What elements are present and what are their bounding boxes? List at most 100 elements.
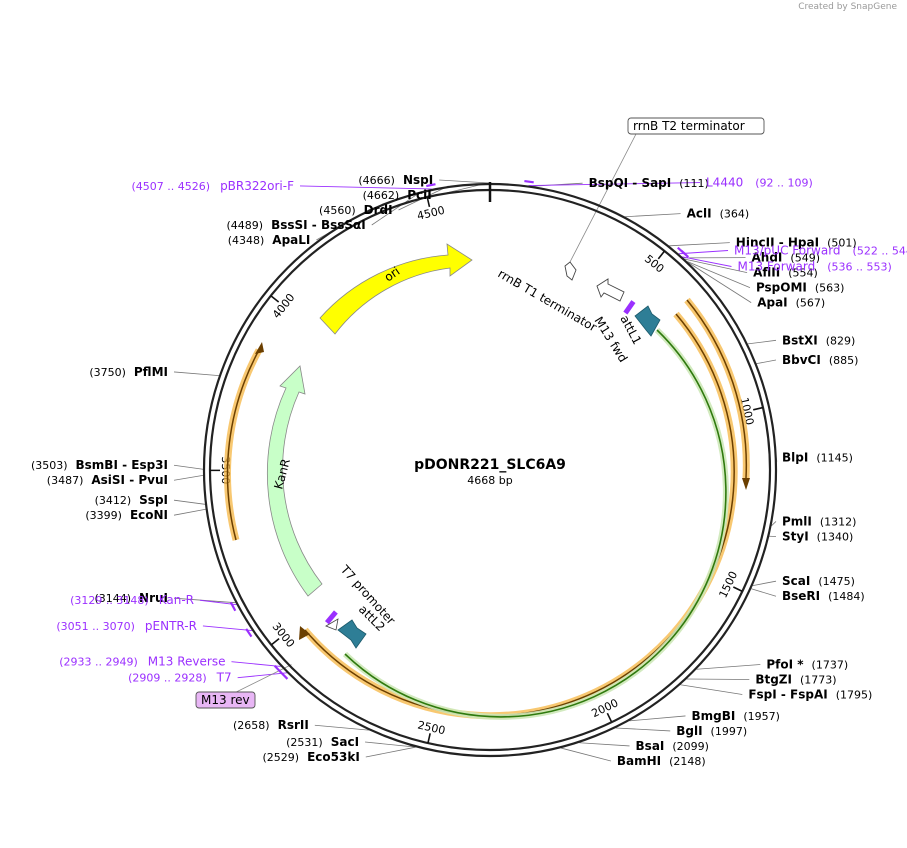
- site-position: (1145): [816, 452, 853, 465]
- site-position: (1340): [817, 530, 854, 543]
- primer-leader-m13-forward: [682, 256, 732, 267]
- site-label-pfoi[interactable]: PfoI *(1737): [766, 658, 848, 672]
- site-position: (563): [815, 282, 845, 295]
- site-position: (111): [679, 177, 709, 190]
- site-label-asisi-pvui[interactable]: (3487) AsiSI - PvuI: [47, 473, 168, 487]
- site-name: SspI: [139, 493, 168, 507]
- site-position: (554): [788, 267, 818, 280]
- primer-name: pBR322ori-F: [220, 179, 294, 193]
- tick-500: [657, 250, 666, 260]
- site-position: (2148): [669, 755, 706, 768]
- site-position: (4489): [227, 219, 264, 232]
- primer-label-m13-forward[interactable]: M13 Forward(536 .. 553): [737, 259, 891, 273]
- site-label-saci[interactable]: (2531) SacI: [286, 735, 359, 749]
- site-label-bsai[interactable]: BsaI(2099): [636, 739, 709, 753]
- site-label-eco53ki[interactable]: (2529)Eco53kI: [263, 750, 360, 764]
- site-label-rsrii[interactable]: (2658)RsrII: [233, 718, 309, 732]
- site-label-bgli[interactable]: BglI(1997): [676, 724, 747, 738]
- site-label-apai[interactable]: ApaI(567): [757, 296, 825, 310]
- site-leader-bgli: [615, 727, 671, 732]
- attl1-feature[interactable]: attL1 M13 fwd: [591, 300, 661, 365]
- insert-tracks[interactable]: [224, 297, 750, 720]
- site-label-bamhi[interactable]: BamHI (2148): [617, 754, 706, 768]
- site-position: (1795): [836, 689, 873, 702]
- primer-label-pbr322ori-f[interactable]: (4507 .. 4526)pBR322ori-F: [132, 179, 295, 193]
- primer-leader-pentr-r: [202, 625, 253, 631]
- site-label-drdi[interactable]: (4560)DrdI: [319, 203, 393, 217]
- site-name: AsiSI - PvuI: [91, 473, 168, 487]
- primer-label-pentr-r[interactable]: (3051 .. 3070)pENTR-R: [56, 619, 197, 633]
- site-label-bstxi[interactable]: BstXI(829): [782, 333, 855, 347]
- site-name: FspI - FspAI: [748, 688, 827, 702]
- primer-name: Kan-R: [159, 593, 194, 607]
- site-name: BamHI: [617, 754, 661, 768]
- site-name: BstXI: [782, 333, 818, 347]
- site-name: SacI: [331, 735, 359, 749]
- primer-name: T7: [216, 671, 232, 685]
- site-name: BseRI: [782, 589, 820, 603]
- site-label-ahdi[interactable]: AhdI(549): [752, 251, 820, 265]
- site-name: PmlI: [782, 514, 812, 528]
- primer-mark-m13-forward: [680, 249, 690, 258]
- site-label-blpi[interactable]: BlpI(1145): [782, 451, 853, 465]
- site-label-fspi-fspai[interactable]: FspI - FspAI (1795): [748, 688, 872, 702]
- site-position: (3487): [47, 474, 84, 487]
- primer-position: (536 .. 553): [827, 260, 892, 273]
- tick-label-3000: 3000: [270, 620, 298, 650]
- primer-labels: (4507 .. 4526)pBR322ori-F (3129 .. 3148)K…: [56, 176, 907, 685]
- site-label-bmgbi[interactable]: BmgBI(1957): [692, 709, 780, 723]
- map-length: 4668 bp: [467, 474, 512, 487]
- site-label-econi[interactable]: (3399)EcoNI: [85, 508, 168, 522]
- rrnb-t2-mark[interactable]: [564, 261, 577, 281]
- site-name: BtgZI: [755, 673, 792, 687]
- primer-label-t7[interactable]: (2909 .. 2928)T7: [128, 671, 232, 685]
- site-position: (1957): [743, 710, 780, 723]
- site-label-pspomi[interactable]: PspOMI(563): [756, 281, 845, 295]
- site-label-acli[interactable]: AclI(364): [687, 207, 750, 221]
- site-label-bsmbi-esp3i[interactable]: (3503)BsmBI - Esp3I: [31, 458, 168, 472]
- site-label-apali[interactable]: (4348)ApaLI: [228, 233, 311, 247]
- primer-mark-kan-r: [229, 601, 237, 612]
- kanr-feature[interactable]: KanR: [266, 365, 323, 597]
- site-label-bspqi-sapi[interactable]: BspQI - SapI(111): [589, 176, 709, 190]
- site-position: (2531): [286, 736, 323, 749]
- site-leader-bseri: [751, 588, 777, 597]
- ori-feature[interactable]: ori: [319, 243, 473, 335]
- site-label-pflmi[interactable]: (3750)PflMI: [89, 365, 168, 379]
- site-label-sspi[interactable]: (3412) SspI: [95, 493, 168, 507]
- site-label-styi[interactable]: StyI(1340): [782, 529, 853, 543]
- site-leader-btgzi: [686, 678, 750, 680]
- site-name: PflMI: [134, 365, 168, 379]
- attl2-feature[interactable]: attL2 T7 promoter: [324, 562, 398, 649]
- site-label-btgzi[interactable]: BtgZI(1773): [755, 673, 836, 687]
- site-label-bbvci[interactable]: BbvCI(885): [782, 353, 858, 367]
- site-position: (1484): [828, 590, 865, 603]
- site-label-bsssi-bsss-i[interactable]: (4489)BssSI - BssSαI: [227, 218, 366, 232]
- primer-position: (522 .. 544): [853, 244, 907, 257]
- primer-mark-l4440: [524, 179, 534, 184]
- site-position: (1475): [818, 575, 855, 588]
- site-label-hincii-hpai[interactable]: HincII - HpaI(501): [736, 236, 857, 250]
- primer-label-m13-reverse[interactable]: (2933 .. 2949)M13 Reverse: [59, 655, 225, 669]
- site-leader-pfoi: [696, 664, 761, 670]
- boxed-label-rrnb-t2-terminator[interactable]: rrnB T2 terminator: [633, 119, 745, 133]
- site-name: NruI: [139, 591, 168, 605]
- primer-label-kan-r[interactable]: (3129 .. 3148)Kan-R: [70, 593, 194, 607]
- tick-1500: [732, 586, 743, 593]
- site-label-aflii[interactable]: AflII(554): [753, 266, 818, 280]
- site-label-pcii[interactable]: (4662)PciI: [363, 188, 432, 202]
- site-label-pmli[interactable]: PmlI(1312): [782, 514, 856, 528]
- site-name: BbvCI: [782, 353, 821, 367]
- boxed-label-m13-rev[interactable]: M13 rev: [201, 693, 250, 707]
- primer-label-l4440[interactable]: L4440(92 .. 109): [706, 176, 813, 190]
- site-label-nrui[interactable]: (3144)NruI: [94, 591, 168, 605]
- primer-mark-pbr322ori-f: [426, 183, 436, 188]
- site-label-scai[interactable]: ScaI(1475): [782, 574, 855, 588]
- site-label-bseri[interactable]: BseRI (1484): [782, 589, 865, 603]
- primer-label-m13-puc-forward[interactable]: M13/pUC Forward(522 .. 544): [734, 243, 907, 257]
- site-position: (3412): [95, 494, 132, 507]
- tick-3000: [270, 637, 280, 646]
- site-label-nspi[interactable]: (4666)NspI: [358, 173, 433, 187]
- primer-name: L4440: [706, 176, 743, 190]
